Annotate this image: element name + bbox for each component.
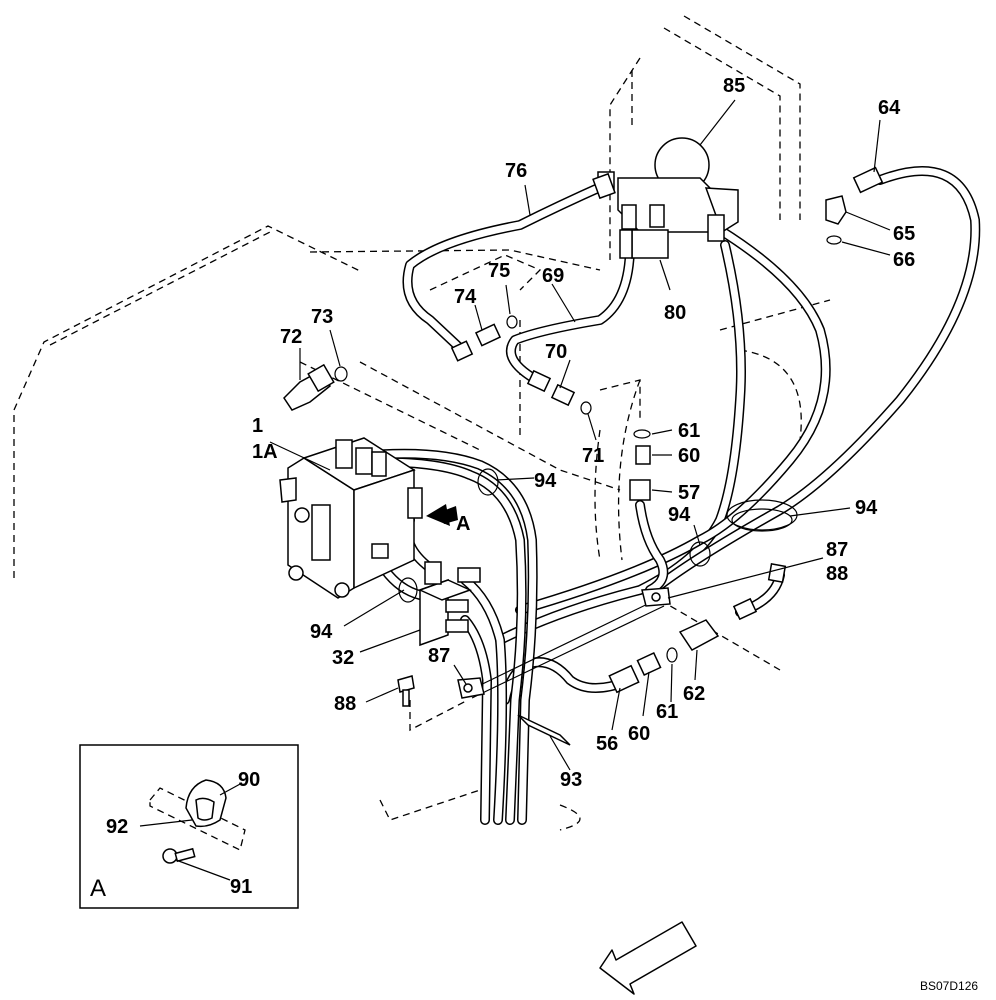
valve-block <box>279 437 423 599</box>
support-bars <box>457 587 671 746</box>
callout-88-lower: 88 <box>334 693 356 715</box>
callout-64: 64 <box>878 97 901 119</box>
inset-detail-a <box>79 744 299 909</box>
fittings <box>283 166 884 707</box>
callout-56: 56 <box>596 733 618 755</box>
callout-88-right: 88 <box>826 563 848 585</box>
callout-1: 1 <box>252 415 263 437</box>
callout-80: 80 <box>664 302 686 324</box>
callout-57: 57 <box>678 482 700 504</box>
callout-70: 70 <box>545 341 567 363</box>
callout-93: 93 <box>560 769 582 791</box>
callout-74: 74 <box>454 286 477 308</box>
callout-61-lower: 61 <box>656 701 678 723</box>
callout-62: 62 <box>683 683 705 705</box>
callout-94-right: 94 <box>855 497 878 519</box>
callout-94-center: 94 <box>668 504 691 526</box>
manifold <box>418 561 481 647</box>
callout-92: 92 <box>106 816 128 838</box>
callout-87-right: 87 <box>826 539 848 561</box>
view-a-label: A <box>456 513 470 535</box>
callout-65: 65 <box>893 223 915 245</box>
hoses <box>367 166 981 825</box>
callout-60-upper: 60 <box>678 445 700 467</box>
callout-labels: 1 1A 72 73 74 75 69 70 71 76 85 80 64 65… <box>90 75 978 993</box>
callout-94-left: 94 <box>310 621 333 643</box>
callout-90: 90 <box>238 769 260 791</box>
view-arrow-a <box>426 504 458 526</box>
machine-outline <box>13 15 831 831</box>
callout-72: 72 <box>280 326 302 348</box>
callout-60-lower: 60 <box>628 723 650 745</box>
callout-32: 32 <box>332 647 354 669</box>
hose-clamps <box>398 468 798 603</box>
callout-66: 66 <box>893 249 915 271</box>
callout-69: 69 <box>542 265 564 287</box>
callout-87-lower: 87 <box>428 645 450 667</box>
direction-arrow <box>599 921 697 995</box>
callout-91: 91 <box>230 876 252 898</box>
callout-76: 76 <box>505 160 527 182</box>
accumulator-assembly <box>597 137 739 259</box>
callout-85: 85 <box>723 75 745 97</box>
callout-71: 71 <box>582 445 604 467</box>
reference-code: BS07D126 <box>920 979 978 993</box>
callout-94-top: 94 <box>534 470 557 492</box>
callout-73: 73 <box>311 306 333 328</box>
leader-lines <box>269 99 891 771</box>
callout-1a: 1A <box>252 441 278 463</box>
inset-label: A <box>90 875 106 902</box>
callout-61-upper: 61 <box>678 420 700 442</box>
callout-75: 75 <box>488 260 510 282</box>
